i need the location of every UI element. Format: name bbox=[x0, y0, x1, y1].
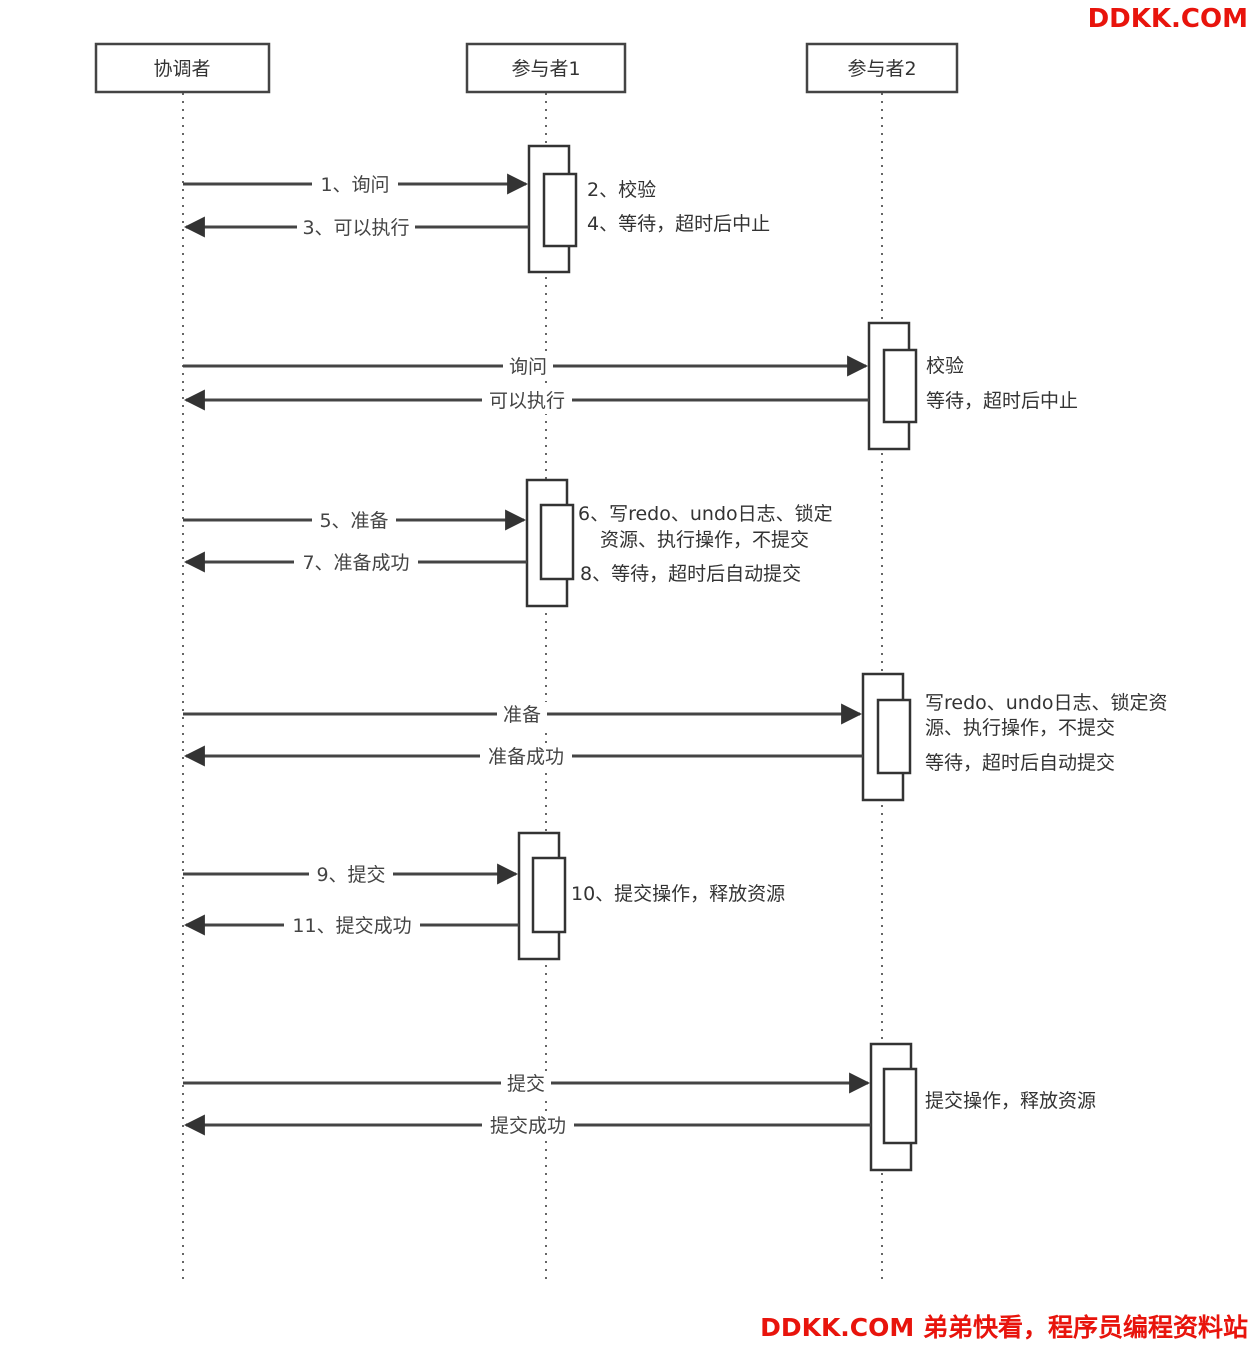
note-4-wait: 4、等待，超时后中止 bbox=[587, 213, 770, 235]
note-8-wait: 8、等待，超时后自动提交 bbox=[580, 563, 801, 585]
activation-inner bbox=[542, 172, 578, 248]
message-label: 准备 bbox=[503, 704, 541, 726]
note-10-commit: 10、提交操作，释放资源 bbox=[571, 883, 785, 905]
actor-participant-2: 参与者2 bbox=[805, 42, 959, 94]
note-2-verify: 2、校验 bbox=[587, 179, 656, 201]
actor-coordinator: 协调者 bbox=[94, 42, 271, 94]
message-label: 5、准备 bbox=[319, 510, 388, 532]
note-p2-commit: 提交操作，释放资源 bbox=[925, 1090, 1096, 1112]
message-label: 3、可以执行 bbox=[302, 217, 409, 239]
activation-inner bbox=[876, 698, 912, 775]
actor-participant-1: 参与者1 bbox=[465, 42, 627, 94]
activation-inner bbox=[531, 856, 567, 934]
message-p2-commit-success: 提交成功 bbox=[183, 1113, 871, 1139]
activation-inner bbox=[882, 1067, 918, 1145]
message-p2-commit: 提交 bbox=[183, 1071, 871, 1097]
message-9: 9、提交 bbox=[183, 862, 519, 888]
message-p2-prepare: 准备 bbox=[183, 702, 863, 728]
message-label: 提交 bbox=[507, 1073, 545, 1095]
message-5: 5、准备 bbox=[183, 508, 527, 534]
note-p2-write-log: 写redo、undo日志、锁定资 bbox=[925, 692, 1168, 714]
message-3: 3、可以执行 bbox=[183, 215, 529, 241]
message-11: 11、提交成功 bbox=[183, 913, 519, 939]
note-p2-verify: 校验 bbox=[926, 355, 964, 377]
message-label: 准备成功 bbox=[488, 746, 564, 768]
message-label: 9、提交 bbox=[316, 864, 385, 886]
message-p2-query: 询问 bbox=[183, 354, 869, 380]
message-label: 提交成功 bbox=[490, 1115, 566, 1137]
message-p2-prepare-success: 准备成功 bbox=[183, 744, 863, 770]
note-6-write-log: 6、写redo、undo日志、锁定 bbox=[578, 503, 833, 525]
note-6-write-log: 资源、执行操作，不提交 bbox=[600, 529, 809, 551]
message-p2-can-execute: 可以执行 bbox=[183, 388, 869, 414]
note-p2-wait: 等待，超时后中止 bbox=[926, 390, 1078, 412]
message-label: 11、提交成功 bbox=[292, 915, 411, 937]
watermark-bottom: DDKK.COM 弟弟快看，程序员编程资料站 bbox=[760, 1313, 1248, 1342]
note-p2-wait-commit: 等待，超时后自动提交 bbox=[925, 752, 1115, 774]
message-label: 询问 bbox=[509, 356, 547, 378]
message-7: 7、准备成功 bbox=[183, 550, 527, 576]
actor-label: 参与者2 bbox=[847, 58, 916, 80]
message-label: 可以执行 bbox=[489, 390, 565, 412]
message-label: 7、准备成功 bbox=[302, 552, 409, 574]
note-p2-write-log: 源、执行操作，不提交 bbox=[925, 717, 1115, 739]
message-label: 1、询问 bbox=[320, 174, 389, 196]
activation-inner bbox=[539, 503, 575, 581]
watermark-top: DDKK.COM bbox=[1087, 4, 1248, 34]
actor-label: 参与者1 bbox=[511, 58, 580, 80]
activation-inner bbox=[882, 348, 918, 424]
actor-label: 协调者 bbox=[153, 58, 210, 80]
message-1: 1、询问 bbox=[183, 172, 529, 198]
